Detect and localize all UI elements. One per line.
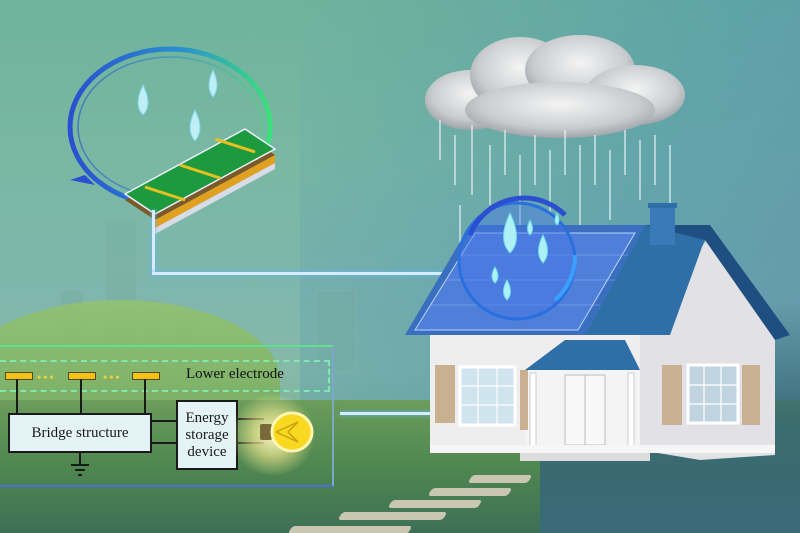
stepping-stone	[337, 512, 448, 520]
energy-storage-box: Energy storage device	[176, 400, 238, 470]
stepping-stone	[387, 500, 483, 508]
raindrop-bubble-icon	[457, 195, 578, 321]
wire	[79, 451, 81, 465]
stepping-stone	[287, 526, 413, 533]
rain-cloud-icon	[425, 35, 685, 260]
connector-line	[152, 272, 462, 275]
electrode-pad	[132, 372, 160, 380]
ellipsis-dots: •••	[103, 370, 122, 384]
lower-electrode-region	[0, 360, 330, 392]
ellipsis-dots: •••	[37, 370, 56, 384]
electrode-pad	[5, 372, 33, 380]
energy-storage-label: Energy	[185, 409, 229, 426]
energy-storage-label: device	[187, 443, 227, 460]
bridge-structure-label: Bridge structure	[31, 424, 129, 441]
ground-symbol-icon	[71, 464, 89, 476]
background-building	[315, 290, 357, 372]
house-icon	[405, 203, 790, 461]
wire	[150, 442, 177, 444]
device-ring-icon	[67, 46, 277, 234]
energy-storage-label: storage	[185, 426, 229, 443]
connector-line	[152, 210, 155, 275]
wire	[16, 379, 18, 414]
wire	[144, 379, 146, 414]
light-bulb-icon	[260, 411, 314, 453]
stepping-stone	[427, 488, 513, 496]
wire	[150, 420, 177, 422]
circuit-frame	[0, 345, 334, 487]
wire	[80, 379, 82, 414]
bridge-structure-box: Bridge structure	[8, 413, 152, 453]
lower-electrode-label: Lower electrode	[186, 366, 284, 382]
connector-line	[340, 412, 485, 415]
electrode-pad	[68, 372, 96, 380]
